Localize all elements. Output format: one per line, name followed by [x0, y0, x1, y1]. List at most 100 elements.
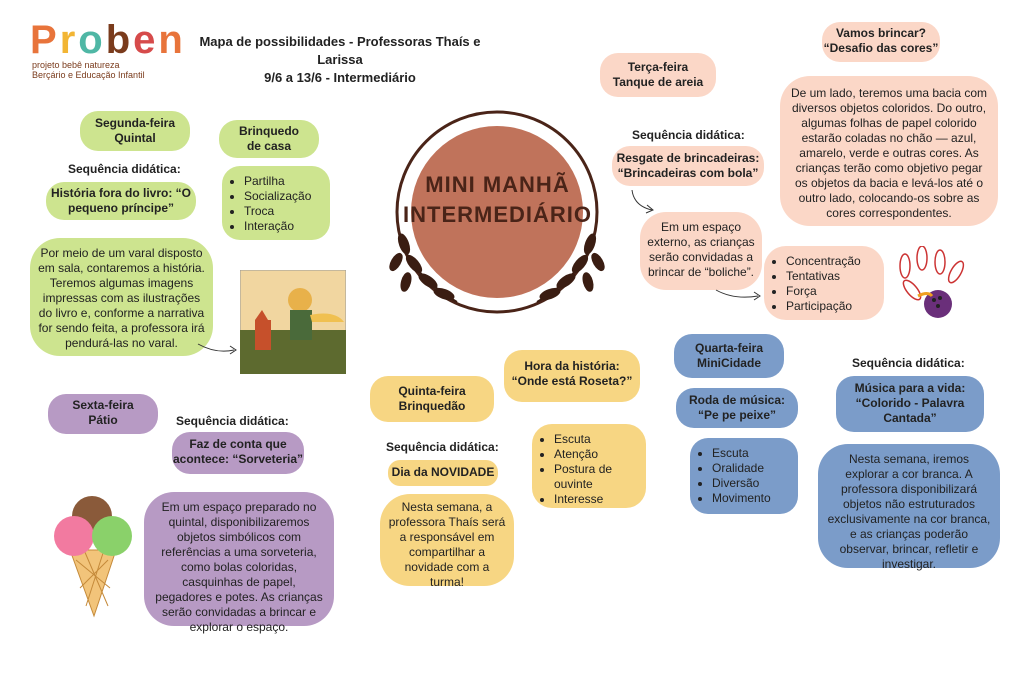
thursday-description: Nesta semana, a professora Thaís será a … — [380, 494, 514, 589]
logo-letters: Proben — [30, 20, 186, 60]
wednesday-activity: Roda de música: “Pe pe peixe” — [676, 388, 798, 428]
center-circle — [411, 126, 583, 298]
center-circle-graphic — [389, 110, 605, 314]
list-item: Atenção — [554, 447, 646, 462]
logo-subtitle-1: projeto bebê natureza — [32, 60, 120, 70]
friday-day: Sexta-feira — [72, 398, 134, 412]
list-item: Diversão — [712, 476, 798, 491]
list-item: Participação — [786, 299, 884, 314]
wednesday-bullets: Escuta Oralidade Diversão Movimento — [690, 446, 798, 506]
tuesday-activity-line-1: Resgate de brincadeiras: — [616, 151, 760, 165]
thursday-bullets-box: Escuta Atenção Postura de ouvinte Intere… — [532, 424, 646, 508]
list-item: Escuta — [712, 446, 798, 461]
thursday-bullets: Escuta Atenção Postura de ouvinte Intere… — [532, 432, 646, 507]
list-item: Interesse — [554, 492, 646, 507]
monday-seq-label: Sequência didática: — [68, 162, 181, 176]
thursday-story-line-2: “Onde está Roseta?” — [511, 374, 633, 388]
wednesday-activity-line-1: Roda de música: — [688, 393, 786, 407]
monday-bullets-box: Partilha Socialização Troca Interação — [222, 166, 330, 240]
friday-description: Em um espaço preparado no quintal, dispo… — [144, 492, 334, 634]
tuesday-bullets-box: Concentração Tentativas Força Participaç… — [764, 246, 884, 320]
tuesday-place: Tanque de areia — [612, 75, 704, 89]
tuesday-description: Em um espaço externo, as crianças serão … — [640, 212, 762, 290]
tuesday-game-line-1: Vamos brincar? — [835, 26, 927, 40]
tuesday-game-description: De um lado, teremos uma bacia com divers… — [780, 76, 998, 226]
laurel-left-icon — [389, 233, 458, 303]
friday-seq-label: Sequência didática: — [176, 414, 289, 428]
proben-logo: Proben projeto bebê natureza Berçário e … — [30, 20, 186, 80]
friday-place: Pátio — [88, 413, 118, 427]
list-item: Partilha — [244, 174, 330, 189]
monday-activity: História fora do livro: “O pequeno prínc… — [46, 182, 196, 220]
logo-letter: o — [78, 18, 106, 62]
list-item: Força — [786, 284, 884, 299]
wednesday-music-line-1: Música para a vida: — [854, 381, 966, 395]
list-item: Tentativas — [786, 269, 884, 284]
wednesday-day: Quarta-feira — [694, 341, 764, 355]
list-item: Interação — [244, 219, 330, 234]
monday-bullets: Partilha Socialização Troca Interação — [222, 174, 330, 234]
monday-toy-line-1: Brinquedo — [239, 124, 299, 138]
wednesday-bullets-box: Escuta Oralidade Diversão Movimento — [690, 438, 798, 514]
thursday-place: Brinquedão — [398, 399, 466, 413]
monday-day: Segunda-feira — [94, 116, 175, 130]
tuesday-game-line-2: “Desafio das cores” — [823, 41, 939, 55]
logo-letter: r — [59, 18, 79, 62]
friday-activity: Faz de conta que acontece: “Sorveteria” — [172, 432, 304, 474]
logo-subtitle-2: Berçário e Educação Infantil — [32, 70, 145, 80]
wednesday-music-line-2: “Colorido - Palavra Cantada” — [855, 396, 965, 425]
thursday-activity: Dia da NOVIDADE — [388, 460, 498, 486]
ice-cream-illustration — [54, 496, 132, 618]
wednesday-place: MiniCidade — [696, 356, 761, 370]
friday-activity-line-1: Faz de conta que — [189, 437, 287, 451]
list-item: Postura de ouvinte — [554, 462, 646, 492]
list-item: Concentração — [786, 254, 884, 269]
thursday-day-box: Quinta-feira Brinquedão — [370, 376, 494, 422]
center-title-line-2: INTERMEDIÁRIO — [403, 202, 592, 227]
header-line-2: 9/6 a 13/6 - Intermediário — [264, 70, 416, 85]
monday-toy-line-2: de casa — [246, 139, 292, 153]
header-line-1: Mapa de possibilidades - Professoras Tha… — [199, 34, 481, 67]
tuesday-activity-line-2: “Brincadeiras com bola” — [617, 166, 759, 180]
center-ring — [395, 110, 599, 314]
monday-toy-box: Brinquedo de casa — [219, 120, 319, 158]
tuesday-game-box: Vamos brincar? “Desafio das cores” — [822, 22, 940, 62]
wednesday-day-box: Quarta-feira MiniCidade — [674, 334, 784, 378]
little-prince-illustration — [240, 270, 346, 374]
monday-description: Por meio de um varal disposto em sala, c… — [30, 238, 213, 356]
arrow-icon — [197, 343, 237, 355]
thursday-seq-label: Sequência didática: — [386, 440, 499, 454]
tuesday-day-box: Terça-feira Tanque de areia — [600, 53, 716, 97]
logo-letter: n — [158, 18, 186, 62]
monday-place: Quintal — [114, 131, 156, 145]
wednesday-music: Música para a vida: “Colorido - Palavra … — [836, 376, 984, 432]
wednesday-description: Nesta semana, iremos explorar a cor bran… — [818, 444, 1000, 571]
list-item: Troca — [244, 204, 330, 219]
logo-letter: e — [133, 18, 159, 62]
logo-letter: b — [105, 18, 134, 62]
wednesday-activity-line-2: “Pe pe peixe” — [697, 408, 777, 422]
wednesday-seq-label: Sequência didática: — [852, 356, 965, 370]
monday-day-box: Segunda-feira Quintal — [80, 111, 190, 151]
tuesday-seq-label: Sequência didática: — [632, 128, 745, 142]
thursday-story: Hora da história: “Onde está Roseta?” — [504, 350, 640, 402]
center-title: MINI MANHÃ INTERMEDIÁRIO — [400, 170, 595, 230]
tuesday-bullets: Concentração Tentativas Força Participaç… — [764, 254, 884, 314]
bowling-illustration — [899, 246, 965, 318]
list-item: Oralidade — [712, 461, 798, 476]
logo-letter: P — [30, 18, 60, 62]
arrow-icon — [715, 289, 761, 301]
friday-activity-line-2: acontece: “Sorveteria” — [172, 452, 304, 466]
arrow-icon — [631, 189, 654, 214]
laurel-right-icon — [536, 233, 605, 303]
center-title-line-1: MINI MANHÃ — [425, 172, 570, 197]
tuesday-day: Terça-feira — [627, 60, 689, 74]
thursday-story-line-1: Hora da história: — [524, 359, 620, 373]
thursday-day: Quinta-feira — [398, 384, 466, 398]
list-item: Escuta — [554, 432, 646, 447]
friday-day-box: Sexta-feira Pátio — [48, 394, 158, 434]
page-header: Mapa de possibilidades - Professoras Tha… — [190, 33, 490, 87]
list-item: Movimento — [712, 491, 798, 506]
list-item: Socialização — [244, 189, 330, 204]
tuesday-activity: Resgate de brincadeiras: “Brincadeiras c… — [612, 146, 764, 186]
